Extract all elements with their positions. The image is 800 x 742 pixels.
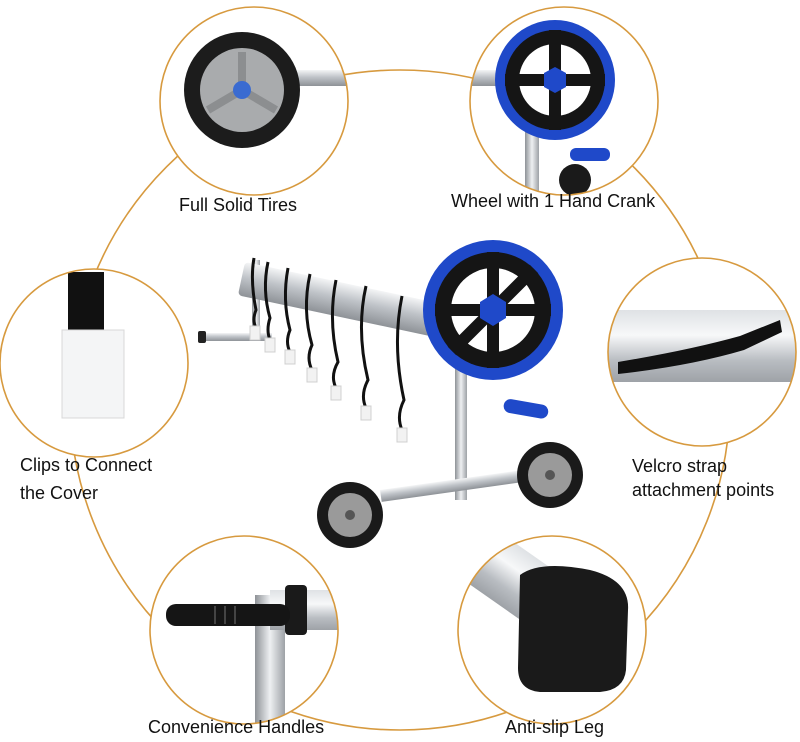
label-clips-line2: the Cover <box>20 483 99 503</box>
label-wheel-hand-crank: Wheel with 1 Hand Crank <box>451 191 656 211</box>
detail-antislip <box>458 536 646 724</box>
detail-tires <box>160 7 348 195</box>
detail-handles <box>150 536 338 724</box>
detail-ring-clips <box>0 268 189 458</box>
label-handles: Convenience Handles <box>148 717 325 737</box>
detail-ring-velcro <box>607 257 797 447</box>
detail-ring-crank <box>469 6 659 196</box>
detail-crank <box>470 7 658 195</box>
label-full-solid-tires: Full Solid Tires <box>179 195 298 215</box>
detail-ring-handles <box>149 535 339 725</box>
detail-velcro <box>608 258 796 446</box>
label-antislip: Anti-slip Leg <box>505 717 605 737</box>
label-clips-line1: Clips to Connect <box>20 455 153 475</box>
detail-ring-tires <box>159 6 349 196</box>
label-velcro-line2: attachment points <box>632 480 775 500</box>
main-product <box>198 240 583 548</box>
label-velcro-line1: Velcro strap <box>632 456 728 476</box>
detail-clips <box>0 269 188 457</box>
detail-ring-antislip <box>457 535 647 725</box>
